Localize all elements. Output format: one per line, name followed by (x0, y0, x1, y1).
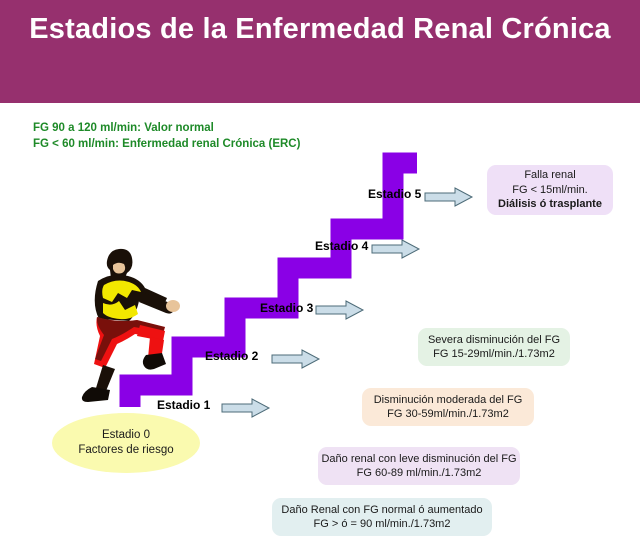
stage-tick-label-4: Estadio 4 (315, 239, 369, 253)
header-band: Estadios de la Enfermedad Renal Crónica (0, 0, 640, 103)
legend-block: FG 90 a 120 ml/min: Valor normal FG < 60… (33, 120, 300, 152)
callout-stage-2-line-1: Daño renal con leve disminución del FG (321, 452, 517, 465)
stage-0-line-2: Factores de riesgo (78, 444, 174, 456)
legend-line-erc: FG < 60 ml/min: Enfermedad renal Crónica… (33, 138, 301, 150)
arrow-stage-4 (371, 239, 421, 259)
callout-stage-5-line-1: Falla renal (524, 169, 576, 182)
callout-stage-4-line-1: Severa disminución del FG (427, 333, 561, 346)
arrow-stage-2 (271, 349, 321, 369)
callout-stage-5-line-2: FG < 15ml/min. (512, 183, 588, 196)
callout-stage-1: Daño Renal con FG normal ó aumentado FG … (272, 498, 492, 536)
callout-stage-5-line-3: Diálisis ó trasplante (498, 198, 602, 211)
stage-tick-label-2: Estadio 2 (205, 349, 259, 363)
callout-stage-1-line-2: FG > ó = 90 ml/min./1.73m2 (313, 518, 451, 530)
stage-tick-label-3: Estadio 3 (260, 301, 314, 315)
arrow-stage-3 (315, 300, 365, 320)
callout-stage-3-line-1: Disminución moderada del FG (373, 393, 523, 406)
callout-stage-1-line-1: Daño Renal con FG normal ó aumentado (281, 503, 483, 516)
callout-stage-3-line-2: FG 30-59ml/min./1.73m2 (387, 408, 509, 420)
callout-stage-2-line-2: FG 60-89 ml/min./1.73m2 (356, 467, 482, 479)
staircase-graphic (119, 152, 417, 407)
callout-stage-3: Disminución moderada del FG FG 30-59ml/m… (362, 388, 534, 426)
callout-stage-2: Daño renal con leve disminución del FG F… (318, 447, 520, 485)
stage-tick-label-5: Estadio 5 (368, 187, 422, 201)
person-body (81, 248, 180, 402)
legend-line-normal: FG 90 a 120 ml/min: Valor normal (33, 122, 214, 134)
stage-0-line-1: Estadio 0 (102, 429, 150, 441)
callout-stage-4-line-2: FG 15-29ml/min./1.73m2 (433, 348, 555, 360)
callout-stage-5: Falla renal FG < 15ml/min. Diálisis ó tr… (487, 165, 613, 215)
arrow-stage-1 (221, 398, 271, 418)
arrow-stage-5 (424, 187, 474, 207)
staircase-steps (119, 152, 417, 407)
stage-tick-label-1: Estadio 1 (157, 398, 211, 412)
stage-0-ellipse: Estadio 0 Factores de riesgo (52, 413, 200, 473)
page-title: Estadios de la Enfermedad Renal Crónica (29, 13, 611, 45)
climbing-person-figure (81, 248, 180, 402)
staircase-diagram: Estadio 1 Daño Renal con FG normal ó aum… (0, 103, 640, 536)
callout-stage-4: Severa disminución del FG FG 15-29ml/min… (418, 328, 570, 366)
